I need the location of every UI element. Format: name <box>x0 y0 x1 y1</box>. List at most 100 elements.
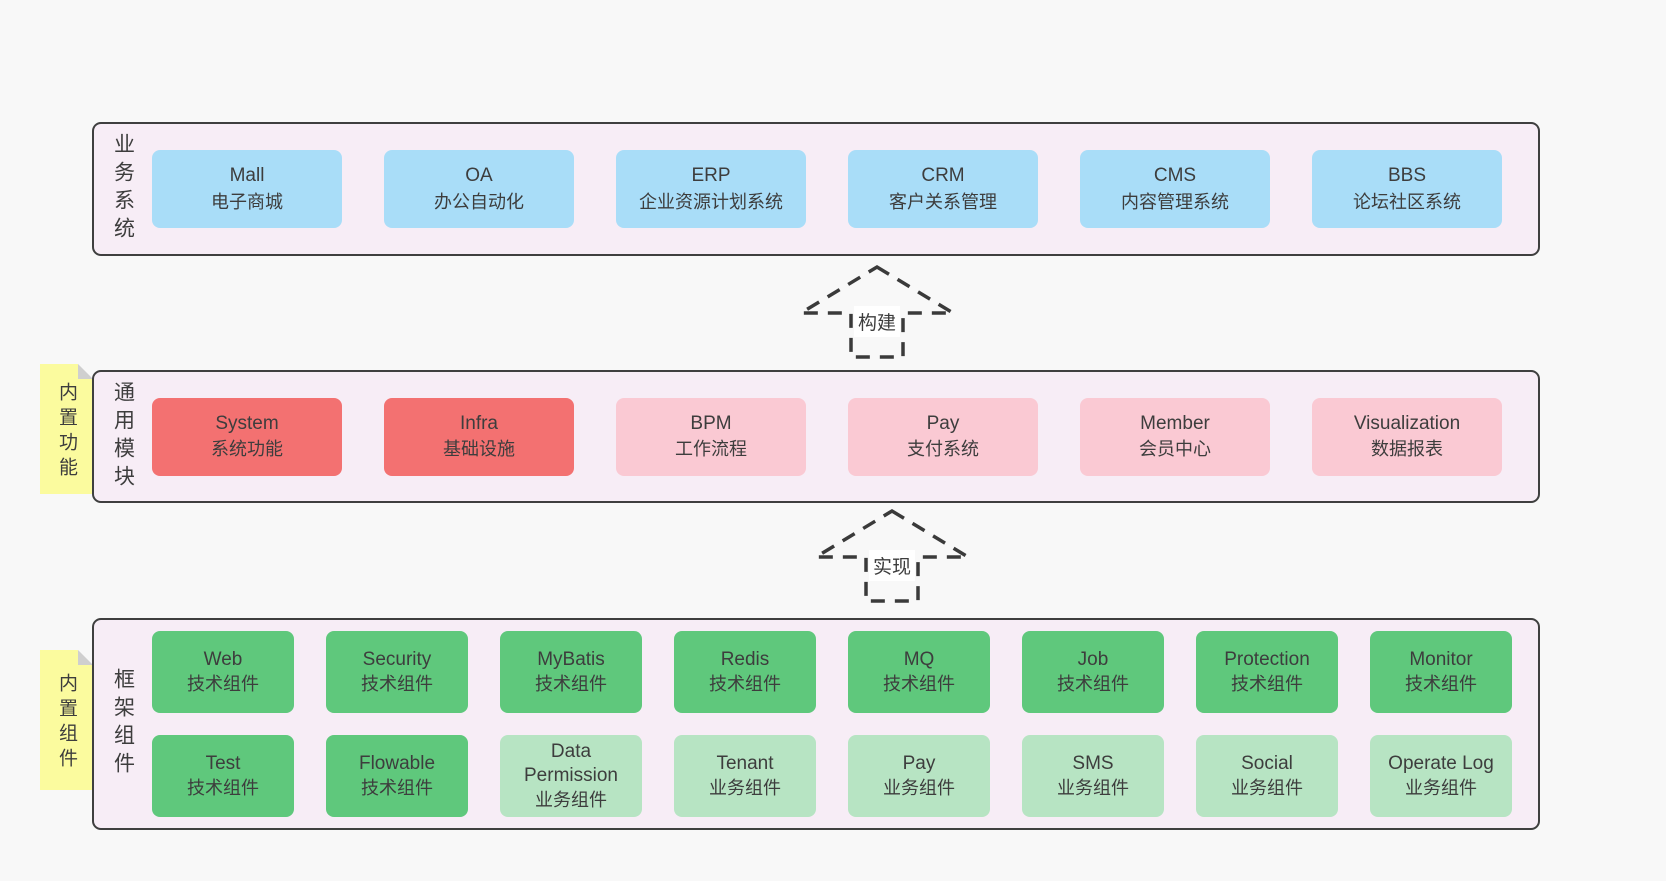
box-sms-title: SMS <box>1072 752 1114 774</box>
box-member: Member 会员中心 <box>1080 397 1270 476</box>
box-erp-title: ERP <box>691 165 731 187</box>
box-oa-title: OA <box>465 165 493 187</box>
box-protection-subtitle: 技术组件 <box>1231 673 1303 694</box>
section-label-business: 业务系统 <box>111 133 135 245</box>
box-monitor-subtitle: 技术组件 <box>1405 673 1477 694</box>
box-web-title: Web <box>203 648 243 670</box>
box-system-subtitle: 系统功能 <box>211 439 283 460</box>
section-framework-components: 框架组件 Web 技术组件 Security 技术组件 MyBatis 技术组件… <box>92 618 1540 830</box>
sticky-builtin-features-text: 内置功能 <box>56 382 77 482</box>
box-tenant-title: Tenant <box>716 752 774 774</box>
up-arrow-icon <box>813 508 971 603</box>
box-infra-title: Infra <box>459 412 499 434</box>
box-pay-component: Pay 业务组件 <box>848 735 990 817</box>
box-crm-subtitle: 客户关系管理 <box>889 191 997 212</box>
box-redis-subtitle: 技术组件 <box>709 673 781 694</box>
box-test-title: Test <box>205 752 241 774</box>
box-operate-log-subtitle: 业务组件 <box>1405 777 1477 798</box>
box-job-subtitle: 技术组件 <box>1057 673 1129 694</box>
box-pay-module-title: Pay <box>926 412 960 434</box>
box-sms: SMS 业务组件 <box>1022 735 1164 817</box>
section-label-modules: 通用模块 <box>111 380 135 493</box>
box-crm-title: CRM <box>921 165 965 187</box>
box-mall-title: Mall <box>229 165 265 187</box>
box-security: Security 技术组件 <box>326 631 468 713</box>
box-bpm-subtitle: 工作流程 <box>675 439 747 460</box>
box-bpm-title: BPM <box>690 412 732 434</box>
business-boxes-row: Mall 电子商城 OA 办公自动化 ERP 企业资源计划系统 CRM 客户关系… <box>152 150 1538 228</box>
box-data-permission-subtitle: 业务组件 <box>535 789 607 810</box>
box-erp: ERP 企业资源计划系统 <box>616 150 806 228</box>
box-mybatis: MyBatis 技术组件 <box>500 631 642 713</box>
box-operate-log: Operate Log 业务组件 <box>1370 735 1512 817</box>
box-cms: CMS 内容管理系统 <box>1080 150 1270 228</box>
sticky-builtin-components: 内置组件 <box>40 650 93 790</box>
build-arrow: 构建 <box>798 262 956 362</box>
box-flowable-subtitle: 技术组件 <box>361 777 433 798</box>
box-mall-subtitle: 电子商城 <box>211 191 283 212</box>
box-erp-subtitle: 企业资源计划系统 <box>639 191 783 212</box>
box-oa: OA 办公自动化 <box>384 150 574 228</box>
box-social-title: Social <box>1241 752 1293 774</box>
box-bbs-subtitle: 论坛社区系统 <box>1353 191 1461 212</box>
build-arrow-label: 构建 <box>853 306 901 337</box>
box-bbs: BBS 论坛社区系统 <box>1312 150 1502 228</box>
box-flowable-title: Flowable <box>358 752 436 774</box>
box-web: Web 技术组件 <box>152 631 294 713</box>
sticky-builtin-features: 内置功能 <box>40 364 93 494</box>
box-cms-subtitle: 内容管理系统 <box>1121 191 1229 212</box>
box-job-title: Job <box>1077 648 1109 670</box>
sticky-builtin-components-text: 内置组件 <box>56 673 77 773</box>
section-business-systems: 业务系统 Mall 电子商城 OA 办公自动化 ERP 企业资源计划系统 CRM… <box>92 122 1540 256</box>
up-arrow-icon <box>798 264 956 359</box>
box-mq-title: MQ <box>903 648 935 670</box>
box-monitor-title: Monitor <box>1409 648 1473 670</box>
box-test-subtitle: 技术组件 <box>187 777 259 798</box>
box-member-title: Member <box>1140 412 1210 434</box>
box-mybatis-subtitle: 技术组件 <box>535 673 607 694</box>
box-pay-module-subtitle: 支付系统 <box>907 439 979 460</box>
box-monitor: Monitor 技术组件 <box>1370 631 1512 713</box>
box-pay-module: Pay 支付系统 <box>848 397 1038 476</box>
box-tenant: Tenant 业务组件 <box>674 735 816 817</box>
box-flowable: Flowable 技术组件 <box>326 735 468 817</box>
box-protection: Protection 技术组件 <box>1196 631 1338 713</box>
box-bbs-title: BBS <box>1387 165 1427 187</box>
box-crm: CRM 客户关系管理 <box>848 150 1038 228</box>
box-oa-subtitle: 办公自动化 <box>434 191 524 212</box>
box-system-title: System <box>215 412 279 434</box>
box-pay-component-subtitle: 业务组件 <box>883 777 955 798</box>
box-redis: Redis 技术组件 <box>674 631 816 713</box>
box-data-permission: Data Permission 业务组件 <box>500 735 642 817</box>
box-bpm: BPM 工作流程 <box>616 397 806 476</box>
box-job: Job 技术组件 <box>1022 631 1164 713</box>
box-system: System 系统功能 <box>152 397 342 476</box>
box-redis-title: Redis <box>720 648 770 670</box>
box-visualization-subtitle: 数据报表 <box>1371 439 1443 460</box>
box-visualization: Visualization 数据报表 <box>1312 397 1502 476</box>
box-test: Test 技术组件 <box>152 735 294 817</box>
box-infra-subtitle: 基础设施 <box>443 439 515 460</box>
section-label-components: 框架组件 <box>111 668 135 780</box>
box-social: Social 业务组件 <box>1196 735 1338 817</box>
box-protection-title: Protection <box>1224 648 1310 670</box>
box-web-subtitle: 技术组件 <box>187 673 259 694</box>
box-visualization-title: Visualization <box>1353 412 1461 434</box>
box-mq-subtitle: 技术组件 <box>883 673 955 694</box>
box-security-title: Security <box>362 648 432 670</box>
box-mq: MQ 技术组件 <box>848 631 990 713</box>
box-pay-component-title: Pay <box>902 752 936 774</box>
box-infra: Infra 基础设施 <box>384 397 574 476</box>
box-tenant-subtitle: 业务组件 <box>709 777 781 798</box>
implement-arrow-label: 实现 <box>868 550 916 581</box>
box-data-permission-title: Data Permission <box>524 740 618 787</box>
modules-boxes-row: System 系统功能 Infra 基础设施 BPM 工作流程 Pay 支付系统… <box>152 397 1538 476</box>
box-mybatis-title: MyBatis <box>537 648 605 670</box>
section-common-modules: 通用模块 System 系统功能 Infra 基础设施 BPM 工作流程 Pay… <box>92 370 1540 503</box>
box-mall: Mall 电子商城 <box>152 150 342 228</box>
components-boxes-grid: Web 技术组件 Security 技术组件 MyBatis 技术组件 Redi… <box>152 631 1538 817</box>
box-member-subtitle: 会员中心 <box>1139 439 1211 460</box>
box-cms-title: CMS <box>1153 165 1197 187</box>
box-operate-log-title: Operate Log <box>1388 752 1494 774</box>
box-social-subtitle: 业务组件 <box>1231 777 1303 798</box>
